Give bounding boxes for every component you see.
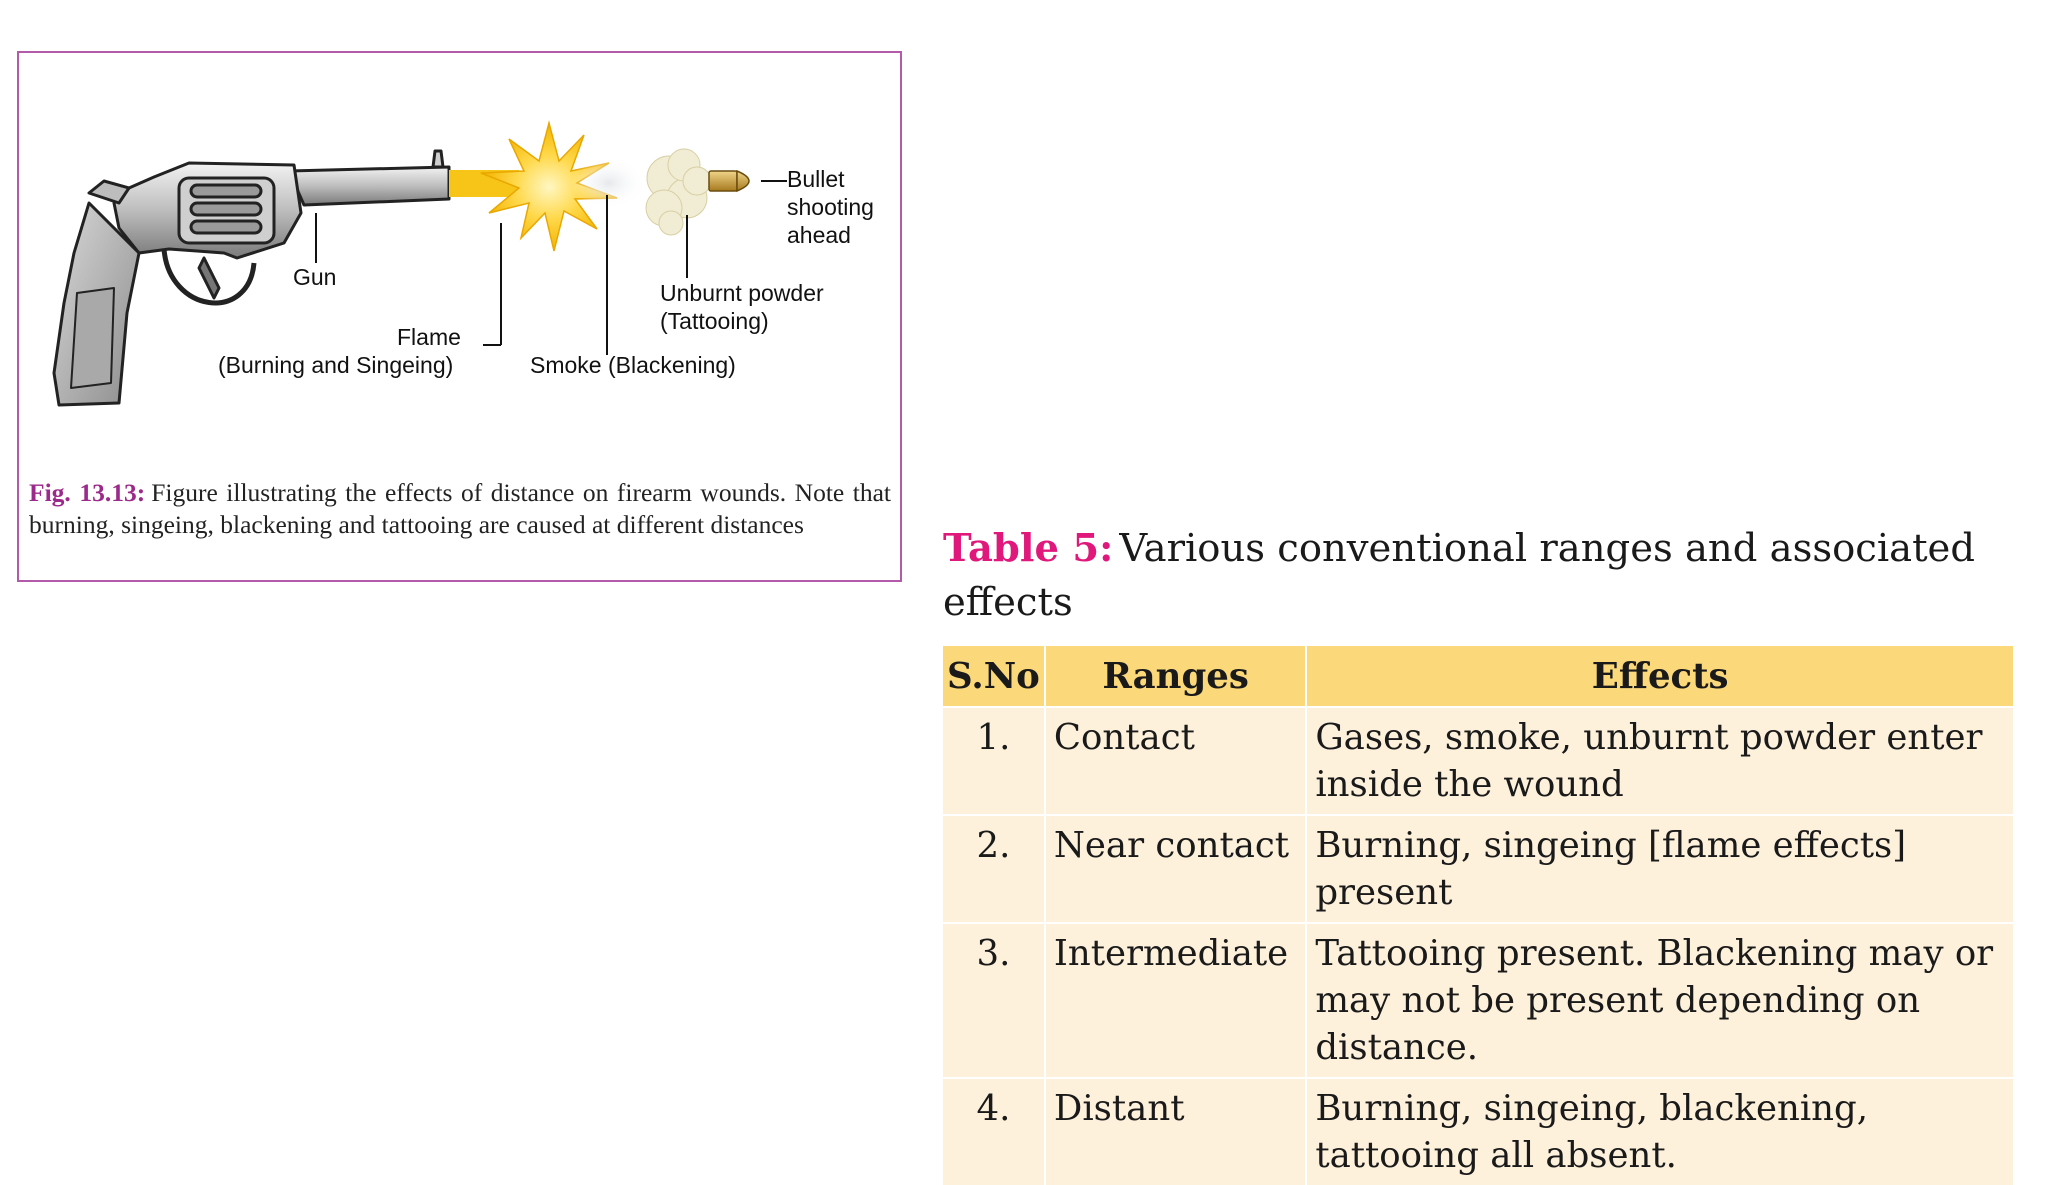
row-effect: Burning, singeing, blackening, tattooing… [1306,1077,2013,1185]
row-range: Near contact [1044,814,1308,923]
header-ranges: Ranges [1044,646,1308,707]
table-header-row: S.No Ranges Effects [943,646,2013,707]
row-effect: Gases, smoke, unburnt powder enter insid… [1306,706,2013,815]
table-title-text: Various conventional ranges and associat… [943,526,1975,625]
bullet-label-line1: Bullet [787,166,845,192]
row-sno: 1. [943,706,1046,815]
gun-label: Gun [293,264,337,290]
figure-caption-text: Figure illustrating the effects of dista… [29,478,892,539]
bullet-label-line2: shooting [787,194,874,220]
table-row: 1. Contact Gases, smoke, unburnt powder … [943,706,2013,815]
ranges-table: S.No Ranges Effects 1. Contact Gases, sm… [943,646,2013,1185]
revolver-illustration [52,120,787,407]
figure-panel: Bullet shooting ahead Gun Flame (Burning… [17,51,902,582]
table-row: 2. Near contact Burning, singeing [flame… [943,814,2013,923]
gun-shape [52,149,451,407]
powder-cloud [645,148,712,236]
header-effects: Effects [1306,646,2013,707]
figure-caption: Fig. 13.13:Figure illustrating the effec… [29,477,891,541]
row-range: Contact [1044,706,1308,815]
table-row: 4. Distant Burning, singeing, blackening… [943,1077,2013,1185]
row-range: Intermediate [1044,922,1308,1078]
header-sno: S.No [943,646,1046,707]
flame-label-line1: Flame [397,324,461,350]
figure-number: Fig. 13.13: [29,478,146,507]
powder-label-line1: Unburnt powder [660,280,824,306]
bullet-shape [708,169,750,193]
bullet-label-line3: ahead [787,222,851,248]
powder-label-line2: (Tattooing) [660,308,769,334]
leader-lines [315,180,787,355]
smoke-label: Smoke (Blackening) [530,352,736,378]
table-row: 3. Intermediate Tattooing present. Black… [943,922,2013,1078]
flame-label-line2: (Burning and Singeing) [218,352,454,378]
table-number: Table 5: [943,526,1114,571]
smoke-puff [571,157,647,209]
row-range: Distant [1044,1077,1308,1185]
row-sno: 3. [943,922,1046,1078]
row-effect: Tattooing present. Blackening may or may… [1306,922,2013,1078]
table-title: Table 5:Various conventional ranges and … [943,522,2003,630]
row-sno: 2. [943,814,1046,923]
row-effect: Burning, singeing [flame effects] presen… [1306,814,2013,923]
row-sno: 4. [943,1077,1046,1185]
